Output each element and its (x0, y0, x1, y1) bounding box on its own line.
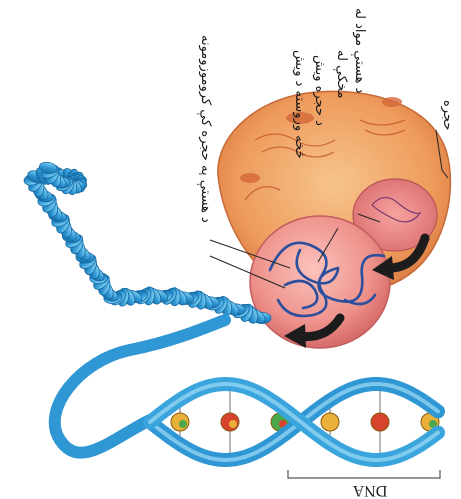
dna-label: DNA (352, 482, 387, 499)
dna-helix-icon (55, 320, 439, 460)
dna-bracket (288, 470, 440, 478)
nucleus-material-label-2: مخکې له (333, 50, 349, 98)
chromosomes-label: د هستې په حجره کې کروموزومونه (197, 35, 213, 223)
nucleus-material-label: د هستې مواد له (351, 8, 367, 94)
dna-spirals-label: څخه وروسته د ویش (292, 50, 307, 159)
cell-division-label: د حجره ویش (312, 55, 327, 126)
cell-label: حجره (440, 100, 455, 130)
